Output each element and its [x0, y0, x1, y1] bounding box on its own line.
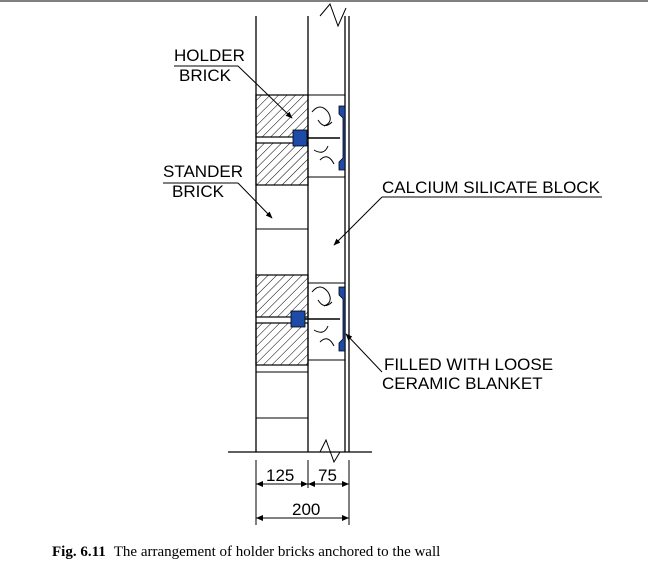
- anchor-lower: [290, 286, 346, 352]
- dim-total-width: 200: [292, 500, 320, 519]
- holder-brick-label-line2: BRICK: [179, 66, 232, 85]
- holder-brick-4: [255, 322, 309, 366]
- brick-column: [255, 16, 309, 452]
- dim-block-width: 75: [318, 466, 337, 485]
- stander-brick-label-line1: STANDER: [163, 162, 243, 181]
- figure-caption-text: The arrangement of holder bricks anchore…: [113, 544, 441, 560]
- figure-number: Fig. 6.11: [52, 544, 106, 560]
- stander-brick-label-line2: BRICK: [172, 182, 225, 201]
- filled-label-line2: CERAMIC BLANKET: [382, 374, 543, 393]
- holder-brick-label-line1: HOLDER: [174, 46, 245, 65]
- filled-label-line1: FILLED WITH LOOSE: [384, 355, 553, 374]
- dim-brick-width: 125: [266, 466, 294, 485]
- calcium-silicate-column: [308, 3, 350, 452]
- dimensions: [228, 438, 372, 525]
- figure-caption: Fig. 6.11 The arrangement of holder brick…: [52, 544, 440, 561]
- leaders: [163, 65, 602, 373]
- anchor-upper: [292, 105, 346, 171]
- holder-brick-2: [255, 142, 309, 186]
- calcium-silicate-label: CALCIUM SILICATE BLOCK: [382, 178, 601, 197]
